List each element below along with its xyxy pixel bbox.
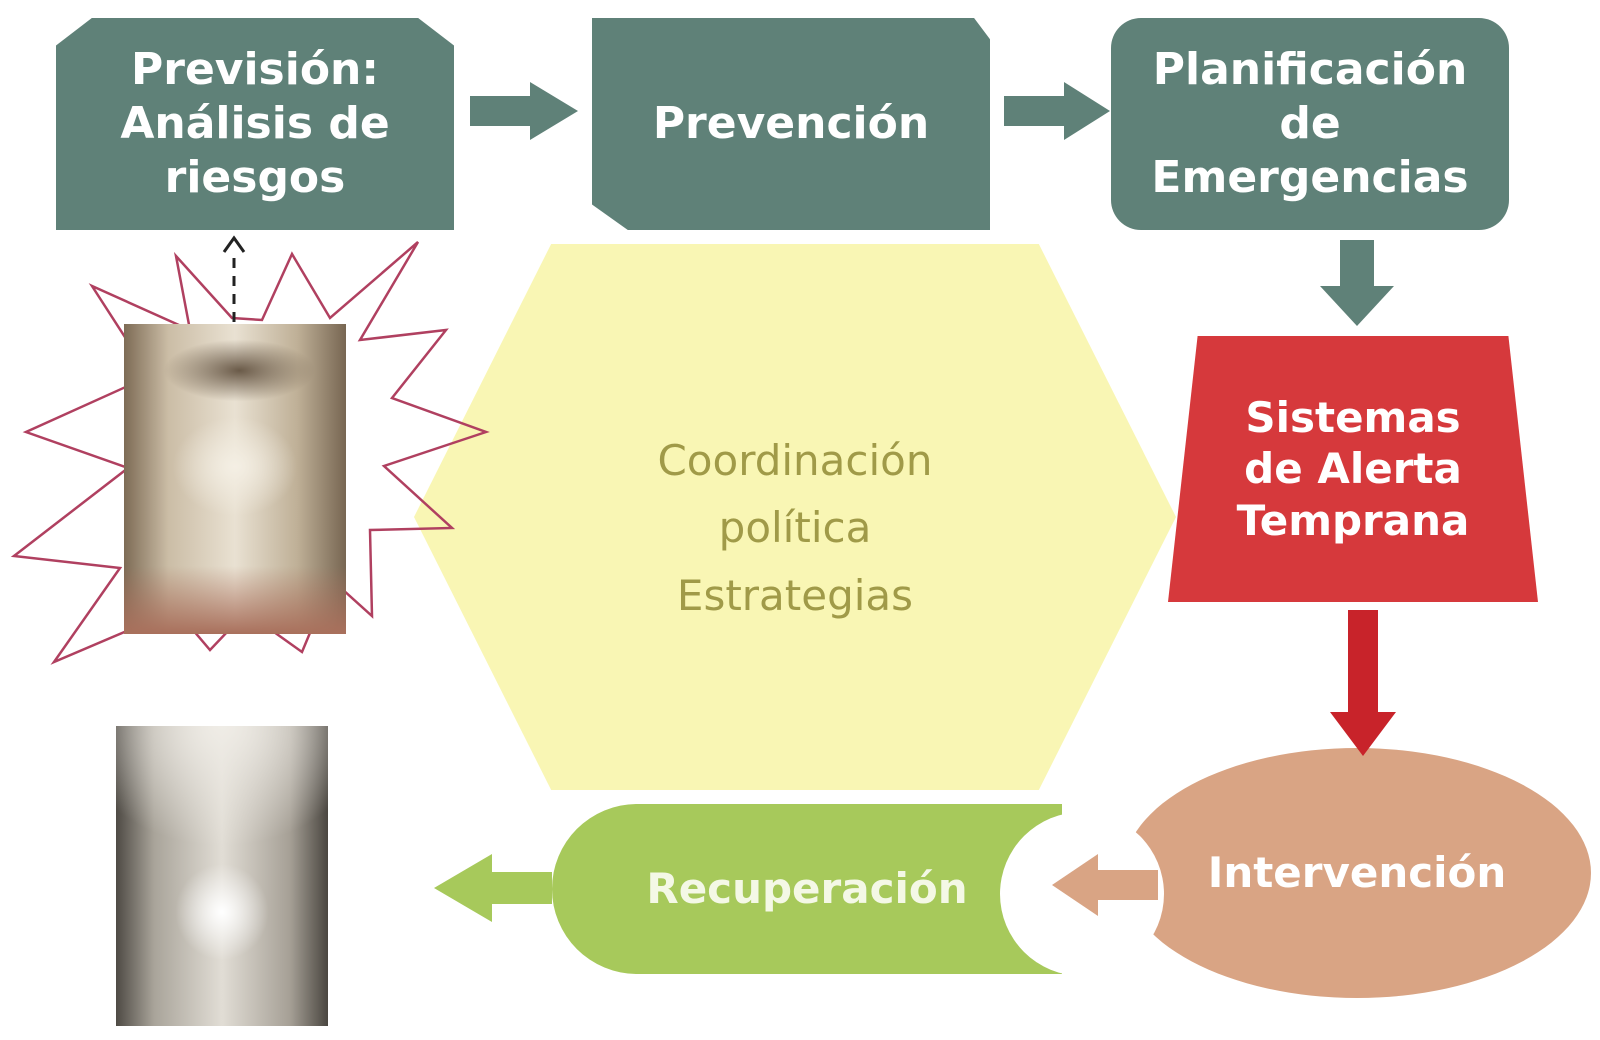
prevision-box: Previsión: Análisis de riesgos	[56, 18, 454, 230]
restored-cathedral-photo	[116, 726, 328, 1026]
arrow-prevencion-to-planificacion	[1004, 82, 1110, 140]
arrow-intervencion-to-recuperacion	[1052, 854, 1158, 916]
prevencion-box: Prevención	[592, 18, 990, 230]
early-warning-box: Sistemas de Alerta Temprana	[1168, 336, 1538, 602]
arrow-recuperacion-to-photo	[434, 854, 552, 922]
recuperacion-box: Recuperación	[552, 804, 1062, 974]
damaged-cathedral-photo	[124, 324, 346, 634]
planificacion-box: Planificación de Emergencias	[1111, 18, 1509, 230]
coordination-label: Coordinación política Estrategias	[657, 436, 933, 620]
arrow-planificacion-to-sat	[1320, 240, 1394, 326]
arrow-prevision-to-prevencion	[470, 82, 578, 140]
coordination-hexagon	[414, 244, 1176, 790]
intervencion-ellipse: Intervención	[1123, 748, 1591, 998]
dashed-arrow-photo-to-prevision	[222, 235, 246, 322]
arrow-sat-to-intervencion	[1330, 610, 1396, 756]
